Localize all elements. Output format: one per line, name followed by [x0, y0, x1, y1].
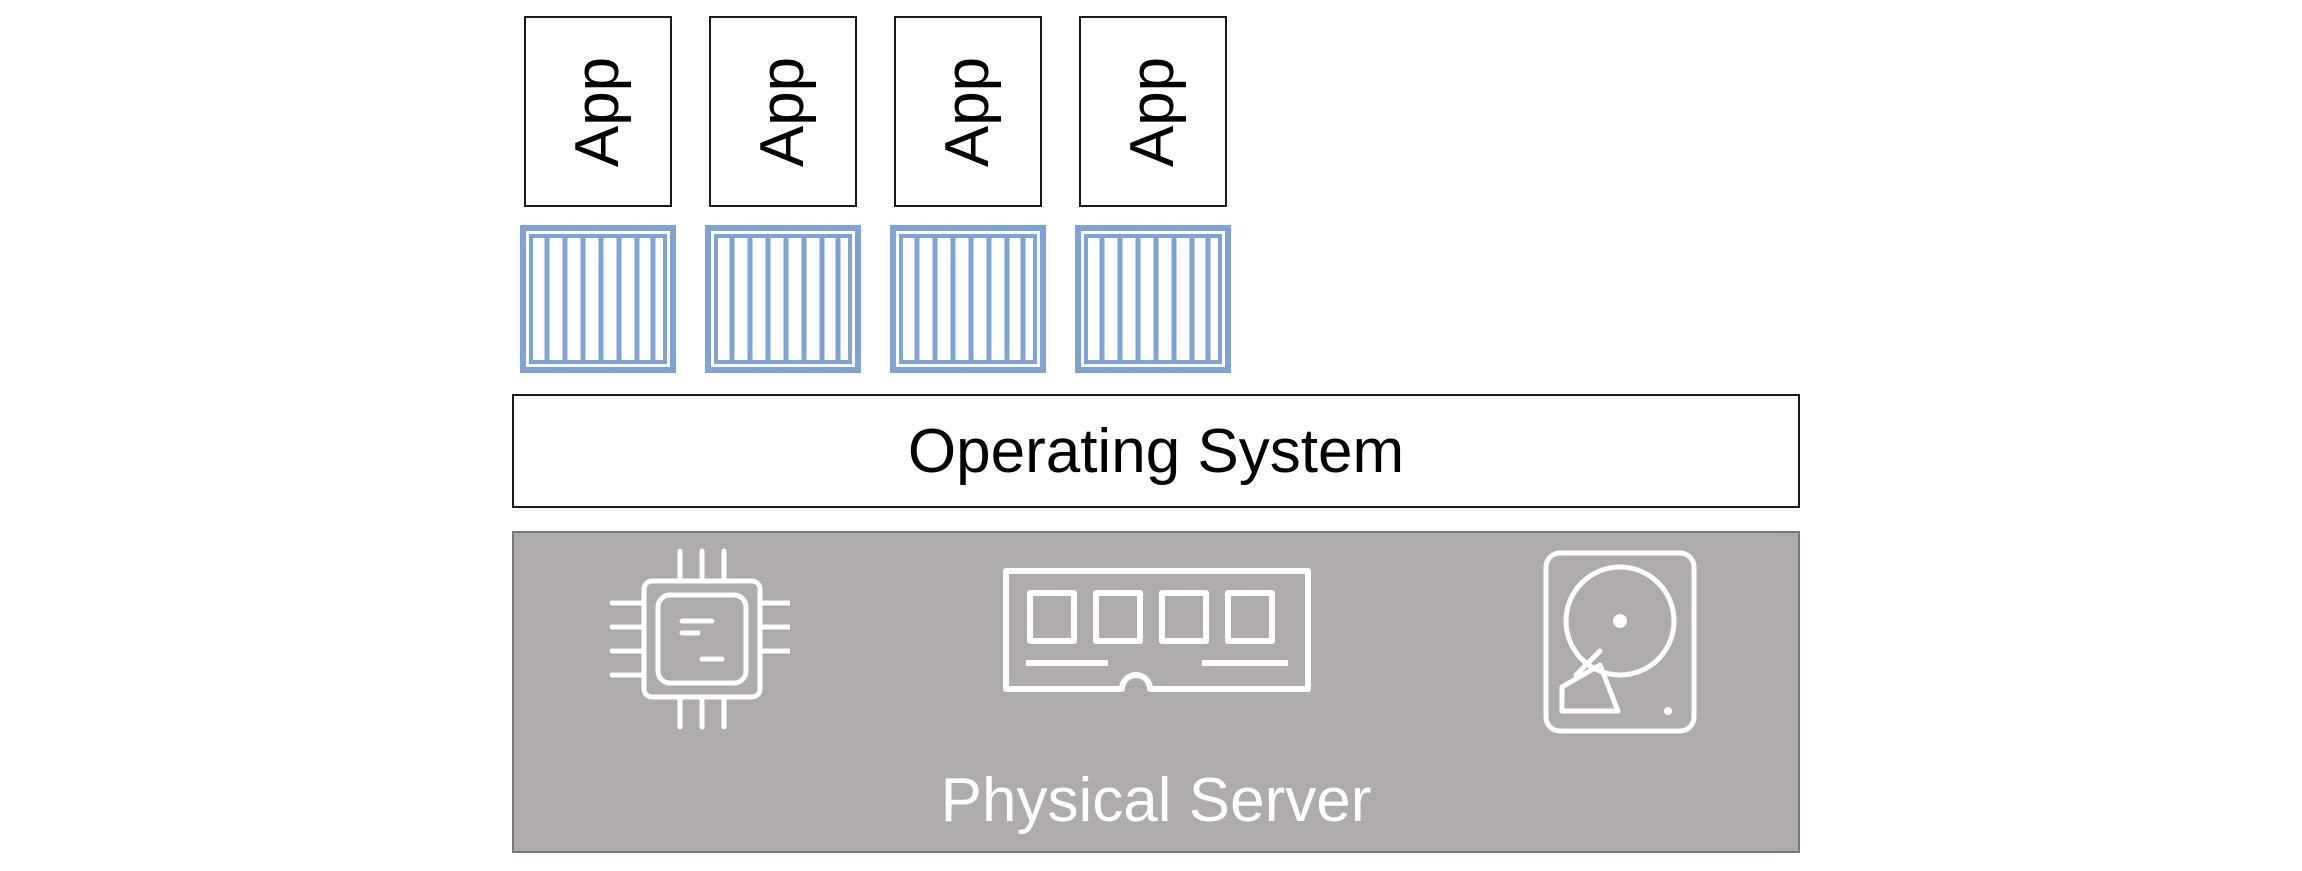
- app-label: App: [933, 56, 1002, 167]
- app-label: App: [748, 56, 817, 167]
- container-icon-2: [705, 225, 861, 373]
- app-label: App: [1118, 56, 1187, 167]
- container-icon-3: [890, 225, 1046, 373]
- app-box-2: App: [709, 16, 857, 207]
- app-box-3: App: [894, 16, 1042, 207]
- app-box-4: App: [1079, 16, 1227, 207]
- operating-system-layer: Operating System: [512, 394, 1800, 508]
- cpu-icon: [609, 548, 790, 730]
- app-box-1: App: [524, 16, 672, 207]
- physical-server-label: Physical Server: [940, 766, 1372, 835]
- container-icon-4: [1075, 225, 1231, 373]
- operating-system-label: Operating System: [907, 416, 1405, 486]
- physical-server-layer: Physical Server: [512, 531, 1800, 853]
- app-label: App: [563, 56, 632, 167]
- hard-drive-icon: [1543, 550, 1697, 734]
- container-icon-1: [520, 225, 676, 373]
- ram-icon: [1003, 568, 1311, 692]
